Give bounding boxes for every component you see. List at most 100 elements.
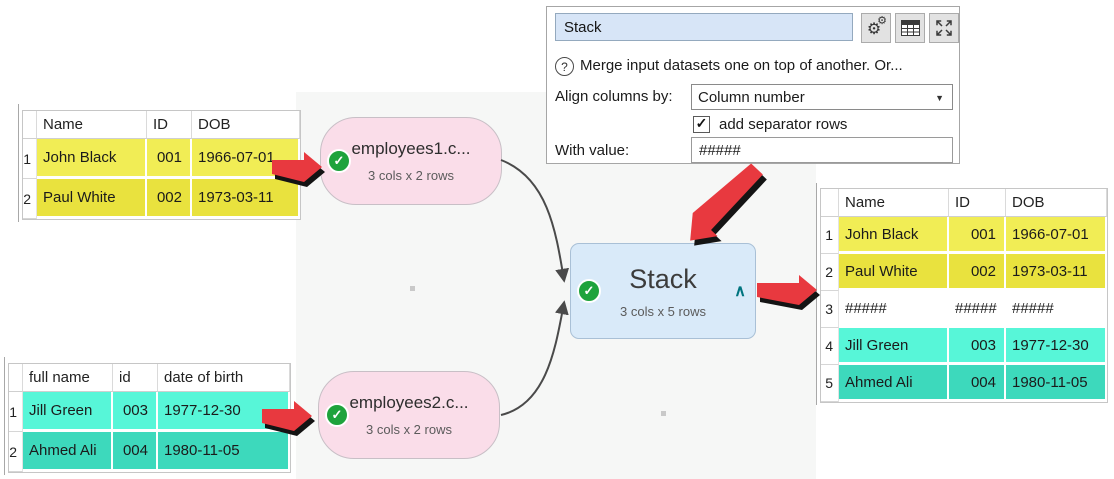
window-edge <box>4 357 5 475</box>
column-header[interactable]: Name <box>37 111 147 139</box>
cell: Ahmed Ali <box>23 432 113 472</box>
node-subtitle: 3 cols x 5 rows <box>620 303 706 319</box>
column-header[interactable]: full name <box>23 364 113 392</box>
node-name-input[interactable]: Stack <box>555 13 853 41</box>
add-separator-checkbox[interactable]: ✓ <box>693 115 710 133</box>
cell: 1966-07-01 <box>192 139 300 179</box>
row-number: 1 <box>9 392 23 432</box>
transform-description: Merge input datasets one on top of anoth… <box>580 57 903 74</box>
collapse-caret-icon[interactable]: ∧ <box>734 283 746 300</box>
row-number: 2 <box>821 254 839 291</box>
settings-button[interactable]: ⚙ ⚙ <box>861 13 891 43</box>
cell: 1977-12-30 <box>158 392 290 432</box>
gear-icon: ⚙ <box>866 20 882 38</box>
align-columns-value: Column number <box>698 88 805 106</box>
check-mark-icon: ✓ <box>695 115 708 131</box>
cell: Ahmed Ali <box>839 365 949 402</box>
grid-dot <box>410 286 415 291</box>
cell: 003 <box>113 392 158 432</box>
cell: 1973-03-11 <box>1006 254 1107 291</box>
check-ok-icon: ✓ <box>577 279 601 303</box>
check-ok-icon: ✓ <box>327 149 351 173</box>
cell: Paul White <box>37 179 147 219</box>
column-header[interactable]: id <box>113 364 158 392</box>
cell: 001 <box>147 139 192 179</box>
table-icon <box>900 20 920 36</box>
help-icon[interactable]: ? <box>555 57 574 76</box>
cell: 1980-11-05 <box>158 432 290 472</box>
cell: Jill Green <box>839 328 949 365</box>
column-header[interactable]: Name <box>839 189 949 217</box>
cell: 002 <box>147 179 192 219</box>
cell: 003 <box>949 328 1006 365</box>
corner-cell <box>23 111 37 139</box>
expand-button[interactable] <box>929 13 959 43</box>
node-subtitle: 3 cols x 2 rows <box>366 422 452 437</box>
show-table-button[interactable] <box>895 13 925 43</box>
node-stack[interactable]: ✓ Stack 3 cols x 5 rows ∧ <box>570 243 756 339</box>
align-columns-label: Align columns by: <box>555 88 673 105</box>
column-header[interactable]: date of birth <box>158 364 290 392</box>
node-title: Stack <box>629 263 697 294</box>
column-header[interactable]: ID <box>147 111 192 139</box>
cell: Paul White <box>839 254 949 291</box>
cell: ##### <box>839 291 949 328</box>
corner-cell <box>821 189 839 217</box>
column-header[interactable]: DOB <box>192 111 300 139</box>
cell: John Black <box>37 139 147 179</box>
stack-properties-panel: Stack ⚙ ⚙ ? Merge input datase <box>546 6 960 164</box>
node-subtitle: 3 cols x 2 rows <box>368 168 454 183</box>
row-number: 1 <box>23 139 37 179</box>
table-row: 3############### <box>821 291 1107 328</box>
window-edge <box>816 183 817 405</box>
cell: 1966-07-01 <box>1006 217 1107 254</box>
cell: ##### <box>949 291 1006 328</box>
row-number: 4 <box>821 328 839 365</box>
cell: 1973-03-11 <box>192 179 300 219</box>
cell: Jill Green <box>23 392 113 432</box>
with-value-input[interactable]: ##### <box>691 137 953 163</box>
align-columns-dropdown[interactable]: Column number ▼ <box>691 84 953 110</box>
cell: John Black <box>839 217 949 254</box>
node-title: employees1.c... <box>351 139 471 158</box>
node-title: employees2.c... <box>349 393 469 412</box>
row-number: 2 <box>9 432 23 472</box>
row-number: 3 <box>821 291 839 328</box>
cell: 004 <box>949 365 1006 402</box>
cell: 001 <box>949 217 1006 254</box>
column-header[interactable]: ID <box>949 189 1006 217</box>
cell: 004 <box>113 432 158 472</box>
column-header[interactable]: DOB <box>1006 189 1107 217</box>
row-number: 5 <box>821 365 839 402</box>
corner-cell <box>9 364 23 392</box>
cell: 002 <box>949 254 1006 291</box>
row-number: 2 <box>23 179 37 219</box>
node-employees2[interactable]: ✓ employees2.c... 3 cols x 2 rows <box>318 371 500 459</box>
cell: ##### <box>1006 291 1107 328</box>
gear-small-icon: ⚙ <box>877 15 887 27</box>
expand-icon <box>936 20 952 36</box>
add-separator-label: add separator rows <box>719 116 848 133</box>
grid-dot <box>661 411 666 416</box>
chevron-down-icon: ▼ <box>935 93 944 103</box>
with-value-label: With value: <box>555 142 630 159</box>
node-employees1[interactable]: ✓ employees1.c... 3 cols x 2 rows <box>320 117 502 205</box>
cell: 1980-11-05 <box>1006 365 1107 402</box>
check-ok-icon: ✓ <box>325 403 349 427</box>
cell: 1977-12-30 <box>1006 328 1107 365</box>
